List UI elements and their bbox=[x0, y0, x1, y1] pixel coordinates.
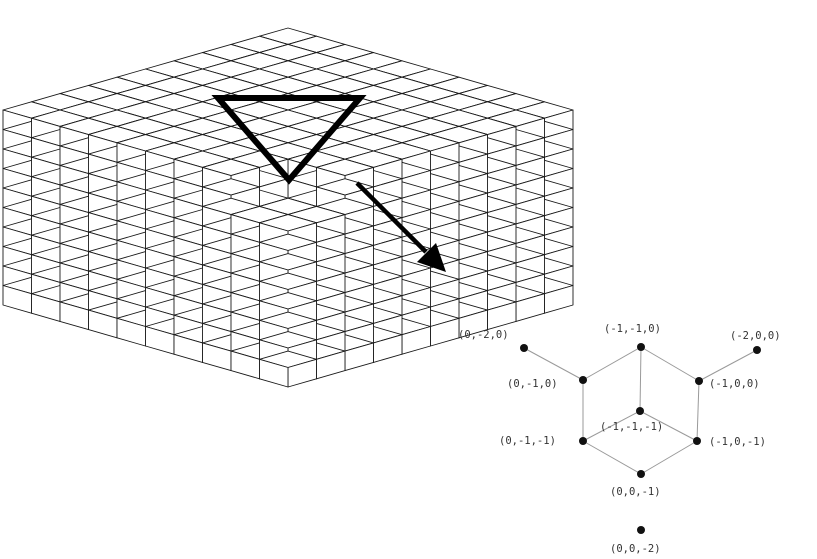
graph-node bbox=[637, 343, 645, 351]
graph-edge bbox=[641, 441, 697, 474]
coordinate-label: (0,-1,-1) bbox=[499, 435, 556, 447]
graph-node bbox=[520, 344, 528, 352]
graph-edge bbox=[641, 347, 699, 381]
coordinate-label: (0,0,-1) bbox=[610, 486, 661, 498]
graph-node bbox=[579, 376, 587, 384]
graph-edge bbox=[640, 347, 641, 411]
graph-nodes: (0,-2,0) (-1,-1,0) (-2,0,0) (0,-1,0) (-1,0,0… bbox=[458, 323, 781, 555]
graph-node bbox=[753, 346, 761, 354]
coordinate-label: (0,-2,0) bbox=[458, 329, 509, 341]
graph-edge bbox=[583, 347, 641, 380]
graph-edge bbox=[524, 348, 583, 380]
coordinate-label: (-1,-1,-1) bbox=[600, 421, 663, 433]
coordinate-label: (-1,-1,0) bbox=[604, 323, 661, 335]
coordinate-label: (0,0,-2) bbox=[610, 543, 661, 555]
coordinate-label: (-2,0,0) bbox=[730, 330, 781, 342]
graph-node bbox=[637, 470, 645, 478]
cube bbox=[260, 351, 317, 387]
graph-edge bbox=[699, 350, 757, 381]
graph-edge bbox=[697, 381, 699, 441]
graph-node bbox=[636, 407, 644, 415]
graph-node bbox=[693, 437, 701, 445]
graph-node bbox=[579, 437, 587, 445]
coordinate-label: (0,-1,0) bbox=[507, 378, 558, 390]
graph-node bbox=[637, 526, 645, 534]
graph-edge bbox=[583, 441, 641, 474]
coordinate-label: (-1,0,-1) bbox=[709, 436, 766, 448]
coordinate-label: (-1,0,0) bbox=[709, 378, 760, 390]
graph-node bbox=[695, 377, 703, 385]
